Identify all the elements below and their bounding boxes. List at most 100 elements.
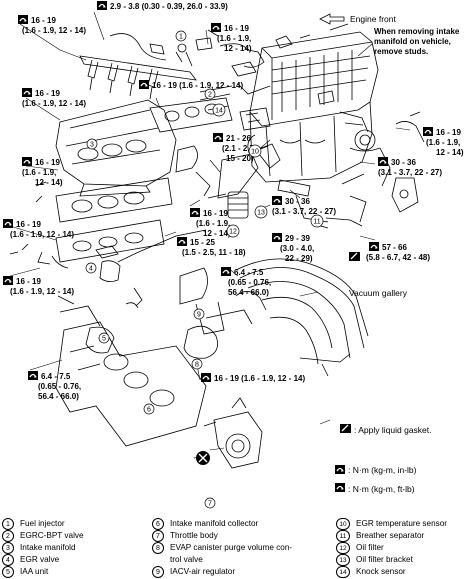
torque-label-14: 15 - 25	[190, 238, 215, 247]
callout-11: 11	[310, 214, 324, 228]
torque-icon	[377, 156, 389, 167]
torque-label-11: 30 - 36	[285, 197, 310, 206]
discard-marker-icon	[196, 451, 210, 465]
torque-label-19: 6.4 - 7.5	[41, 372, 71, 381]
svg-text:4: 4	[89, 266, 93, 273]
torque-icons	[2, 0, 434, 383]
torque-icon-ftlb	[334, 482, 346, 493]
torque-label-12c: 12 - 14)	[203, 229, 231, 238]
torque-label-6: 16 - 19	[436, 128, 461, 137]
torque-label-8: 16 - 19	[35, 158, 60, 167]
torque-label-1: 2.9 - 3.8 (0.30 - 0.39, 26.0 - 33.9)	[110, 2, 228, 11]
callout-1: 1	[175, 30, 187, 42]
engine-front-label: Engine front	[350, 14, 396, 24]
torque-icon	[220, 266, 232, 277]
callout-3: 3	[86, 138, 98, 150]
torque-label-8c: 12 - 14)	[35, 178, 63, 187]
torque-label-5: 16 - 19	[35, 89, 60, 98]
torque-label-12b: (1.6 - 1.9,	[196, 219, 230, 228]
liquid-gasket-note: : Apply liquid gasket.	[340, 424, 432, 435]
removal-note-line-1: When removing intake	[374, 27, 460, 36]
svg-text:10: 10	[251, 149, 259, 156]
torque-labels: 2.9 - 3.8 (0.30 - 0.39, 26.0 - 33.9) 16 …	[10, 2, 464, 401]
torque-label-10: 16 - 19	[16, 220, 41, 229]
torque-label-2b: (1.6 - 1.9, 12 - 14)	[22, 26, 86, 35]
callout-10: 10	[248, 144, 262, 158]
torque-label-13c: 22 - 29)	[285, 254, 313, 263]
torque-icon	[176, 236, 188, 247]
engine-front-arrow-icon	[319, 13, 345, 25]
callout-8: 8	[191, 358, 203, 370]
unit-inlb-label: : N·m (kg-m, in-lb)	[348, 465, 417, 475]
unit-notes: : N·m (kg-m, in-lb) : N·m (kg-m, ft-lb)	[334, 464, 417, 494]
torque-label-3c: 12 - 14)	[224, 44, 252, 53]
torque-icon	[138, 79, 150, 90]
callout-4: 4	[85, 262, 97, 274]
torque-icon	[422, 126, 434, 137]
svg-text:5: 5	[102, 336, 106, 343]
removal-note-line-3: remove studs.	[374, 47, 428, 56]
vacuum-gallery-label: Vacuum gallery	[349, 288, 408, 298]
svg-text:2: 2	[208, 92, 212, 99]
svg-text:6: 6	[147, 407, 151, 414]
torque-icon	[96, 0, 108, 11]
liquid-gasket-label: : Apply liquid gasket.	[354, 425, 432, 435]
torque-label-7: 21 - 26	[226, 134, 251, 143]
torque-label-12: 16 - 19	[203, 209, 228, 218]
svg-text:9: 9	[197, 312, 201, 319]
callout-2: 2	[204, 88, 216, 100]
callout-13: 13	[254, 205, 268, 219]
callout-14: 14	[212, 103, 226, 117]
torque-icon	[212, 132, 224, 143]
callouts: 1 2 3 4 5 6 7 8 9 10 11 12 13 14	[85, 30, 324, 509]
svg-text:14: 14	[215, 108, 223, 115]
torque-icon	[200, 372, 212, 383]
torque-label-19c: 56.4 - 66.0)	[38, 392, 79, 401]
torque-label-11b: (3.1 - 3.7, 22 - 27)	[272, 207, 336, 216]
torque-label-15: 57 - 66	[382, 243, 407, 252]
torque-label-3: 16 - 19	[224, 24, 249, 33]
torque-icon	[21, 156, 33, 167]
callout-5: 5	[98, 332, 110, 344]
unit-ftlb-label: : N·m (kg-m, ft-lb)	[348, 484, 415, 494]
callout-9: 9	[193, 308, 205, 320]
torque-icon	[2, 218, 14, 229]
removal-note-line-2: manifold on vehicle,	[374, 37, 451, 46]
torque-label-6b: (1.6 - 1.9,	[426, 138, 460, 147]
vacuum-gallery-note: Vacuum gallery	[349, 288, 408, 298]
torque-icon	[21, 87, 33, 98]
torque-label-19b: (0.65 - 0.76,	[38, 382, 81, 391]
torque-label-16b: (1.6 - 1.9, 12 - 14)	[10, 287, 74, 296]
intake-manifold-drawing	[9, 97, 271, 265]
callout-12: 12	[226, 224, 240, 238]
svg-text:8: 8	[195, 362, 199, 369]
svg-text:12: 12	[229, 229, 237, 236]
liquid-gasket-symbol	[349, 252, 360, 261]
torque-label-16: 16 - 19	[16, 277, 41, 286]
torque-label-8b: (1.6 - 1.9,	[22, 168, 56, 177]
torque-icon	[189, 207, 201, 218]
torque-label-9: 30 - 36	[391, 158, 416, 167]
callout-7: 7	[204, 497, 216, 509]
torque-icon	[2, 275, 14, 286]
removal-note: When removing intake manifold on vehicle…	[357, 27, 460, 57]
fuel-rail-drawing	[79, 29, 271, 111]
torque-label-15b: (5.8 - 6.7, 42 - 48)	[366, 253, 430, 262]
torque-label-7b: (2.1 - 2.7,	[222, 144, 256, 153]
leader-lines	[9, 11, 411, 451]
svg-text:13: 13	[257, 210, 265, 217]
legend-item: trol valve	[170, 555, 203, 564]
torque-icon	[17, 14, 29, 25]
torque-label-14b: (1.5 - 2.5, 11 - 18)	[182, 248, 246, 257]
torque-label-5b: (1.6 - 1.9, 12 - 14)	[22, 99, 86, 108]
